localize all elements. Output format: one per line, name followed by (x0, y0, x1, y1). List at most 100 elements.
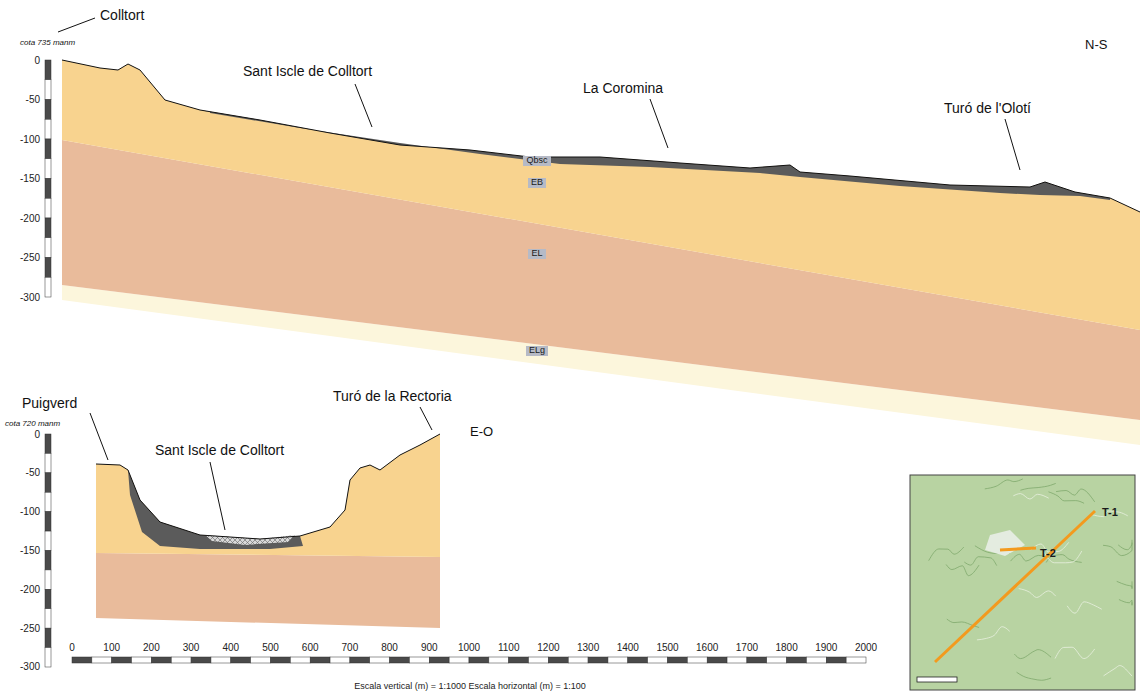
terrain-contour (1019, 589, 1056, 598)
scale-bar-segment (45, 218, 51, 238)
scale-bar-segment (568, 657, 588, 663)
terrain-contour (1119, 600, 1132, 606)
axis-tick-label: 200 (143, 642, 160, 653)
scale-bar-segment (826, 657, 846, 663)
map-scale-bar (917, 677, 957, 682)
terrain-contour (985, 479, 1023, 489)
axis-tick-label: 1700 (736, 642, 758, 653)
scale-bar-segment (45, 139, 51, 159)
scale-bar-segment (687, 657, 707, 663)
axis-tick-label: -250 (20, 252, 40, 263)
axis-tick-label: 1000 (458, 642, 480, 653)
scale-bar-segment (45, 492, 51, 511)
axis-tick-label: -300 (20, 661, 40, 672)
scale-bar-segment (707, 657, 727, 663)
scale-bar-segment (45, 60, 51, 80)
scale-bar-segment (390, 657, 410, 663)
scale-bar-segment (45, 473, 51, 492)
axis-tick-label: -250 (20, 623, 40, 634)
axis-tick-label: 600 (302, 642, 319, 653)
scale-bar-segment (45, 453, 51, 472)
axis-tick-label: -150 (20, 545, 40, 556)
scale-bar-segment (608, 657, 628, 663)
terrain-contour (1020, 483, 1055, 490)
scale-bar-segment (45, 628, 51, 647)
scale-bar-segment (668, 657, 688, 663)
axis-tick-label: -50 (26, 467, 40, 478)
scale-bar-segment (787, 657, 807, 663)
axis-tick-label: 100 (103, 642, 120, 653)
scale-bar-segment (45, 648, 51, 667)
scale-bar-segment (251, 657, 271, 663)
place-name: Turó de l'Olotí (944, 101, 1031, 116)
scale-bar-segment (45, 277, 51, 297)
axis-tick-label: 400 (222, 642, 239, 653)
terrain-contour (1117, 581, 1132, 588)
transect-label: T-2 (1040, 547, 1056, 559)
scale-bar-segment (45, 238, 51, 258)
terrain-contour (977, 627, 1010, 640)
scale-bar-segment (72, 657, 92, 663)
transect-label: T-1 (1102, 506, 1118, 518)
scale-bar-segment (846, 657, 866, 663)
el-layer (96, 553, 440, 628)
scale-bar-segment (806, 657, 826, 663)
axis-tick-label: -100 (20, 134, 40, 145)
scale-bar-segment (45, 589, 51, 608)
location-map (910, 475, 1135, 690)
scale-caption: Escala vertical (m) = 1:1000 Escala hori… (354, 682, 586, 692)
scale-bar-segment (231, 657, 251, 663)
leader-line (355, 84, 372, 127)
scale-bar-segment (45, 570, 51, 589)
terrain-contour (929, 547, 964, 561)
axis-tick-label: 800 (381, 642, 398, 653)
scale-bar-segment (151, 657, 171, 663)
place-name: Sant Iscle de Colltort (243, 64, 372, 79)
scale-bar-segment (171, 657, 191, 663)
leader-line (58, 18, 95, 32)
leader-line (210, 462, 225, 530)
place-name: Turó de la Rectoria (333, 389, 452, 404)
ground-surface (96, 434, 440, 539)
transect-line (935, 511, 1095, 662)
scale-bar-segment (449, 657, 469, 663)
scale-bar-segment (132, 657, 152, 663)
scale-bar-segment (489, 657, 509, 663)
scale-bar-segment (45, 512, 51, 531)
scale-bar-segment (45, 551, 51, 570)
axis-tick-label: -100 (20, 506, 40, 517)
terrain-contour (964, 557, 996, 566)
section-direction: E-O (470, 425, 493, 439)
axis-tick-label: -50 (26, 94, 40, 105)
qbsc-layer (128, 470, 303, 549)
axis-tick-label: 300 (183, 642, 200, 653)
terrain-contour (1013, 494, 1048, 499)
elevation-note: cota 720 manm (5, 420, 60, 429)
scale-bar-segment (112, 657, 132, 663)
transect-line (1000, 548, 1036, 550)
axis-tick-label: -150 (20, 173, 40, 184)
scale-bar-segment (429, 657, 449, 663)
scale-bar-segment (45, 119, 51, 139)
axis-tick-label: 900 (421, 642, 438, 653)
ground-surface (62, 60, 1140, 212)
formation-label: Qbsc (523, 156, 550, 166)
scale-bar-segment (211, 657, 231, 663)
scale-bar-segment (45, 434, 51, 453)
scale-bar-segment (409, 657, 429, 663)
axis-tick-label: 0 (34, 55, 40, 66)
scale-bar-segment (92, 657, 112, 663)
axis-tick-label: -200 (20, 213, 40, 224)
axis-tick-label: 1500 (656, 642, 678, 653)
axis-tick-label: 1300 (577, 642, 599, 653)
axis-tick-label: 0 (34, 429, 40, 440)
scale-bar-segment (310, 657, 330, 663)
axis-tick-label: 700 (342, 642, 359, 653)
scale-bar-segment (271, 657, 291, 663)
axis-tick-label: -300 (20, 292, 40, 303)
scale-bar-segment (45, 258, 51, 278)
axis-tick-label: 1400 (617, 642, 639, 653)
scale-bar-segment (45, 609, 51, 628)
leader-line (420, 407, 432, 430)
